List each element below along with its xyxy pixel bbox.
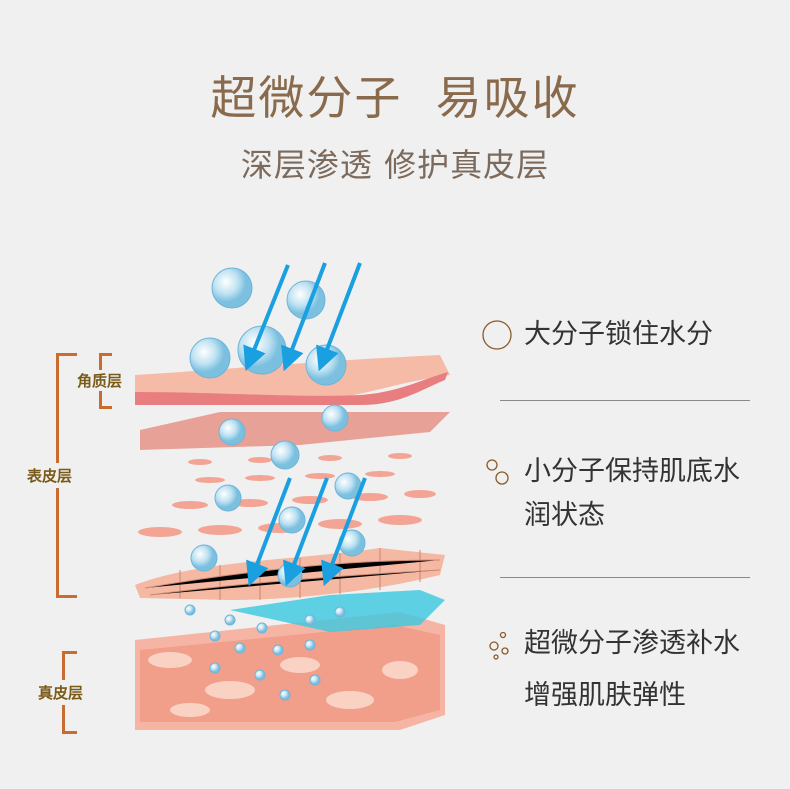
- label-epidermis: 表皮层: [27, 463, 73, 488]
- feature-item-3: 超微分子渗透补水 增强肌肤弹性: [524, 624, 740, 716]
- water-bubbles: [184, 267, 366, 701]
- upper-epidermis-layer: [140, 412, 450, 450]
- label-dermis: 真皮层: [38, 680, 84, 705]
- dermis-layer: [135, 612, 445, 730]
- label-corneum: 角质层: [75, 370, 125, 391]
- feature-text: 大分子锁住水分: [524, 319, 713, 350]
- page-subtitle: 深层渗透 修护真皮层: [240, 146, 550, 184]
- feature-text: 润状态: [524, 500, 605, 531]
- feature-text: 增强肌肤弹性: [524, 680, 686, 711]
- feature-text: 超微分子渗透补水: [524, 628, 740, 659]
- feature-text: 小分子保持肌底水: [524, 456, 740, 487]
- divider: [500, 400, 750, 401]
- feature-item-1: 大分子锁住水分: [524, 315, 713, 355]
- feature-item-2: 小分子保持肌底水 润状态: [524, 452, 740, 536]
- page-title: 超微分子 易吸收: [210, 71, 580, 125]
- divider: [500, 577, 750, 578]
- corneum-layer: [135, 355, 450, 405]
- penetration-arrows: [243, 262, 367, 587]
